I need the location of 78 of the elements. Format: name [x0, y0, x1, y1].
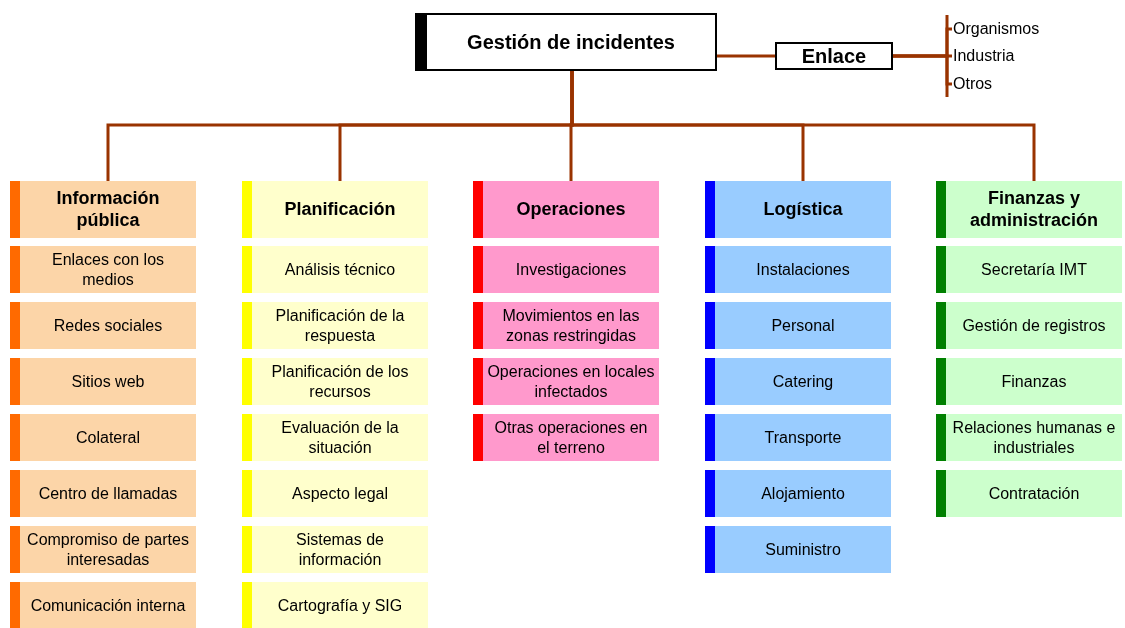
box-label: Colateral	[76, 427, 140, 448]
box-label: Enlaces con los medios	[50, 250, 166, 289]
box-label: Aspecto legal	[291, 483, 389, 504]
box-label: Logística	[763, 198, 843, 221]
liaison-box	[775, 42, 893, 70]
box-label: Cartografía y SIG	[277, 595, 403, 616]
function-box	[936, 414, 1122, 461]
box-label: Enlace	[801, 44, 867, 68]
box-label: Alojamiento	[761, 483, 845, 504]
section-header-box	[473, 181, 659, 238]
box-label: Planificación de la respuesta	[274, 306, 406, 345]
function-box	[473, 246, 659, 293]
box-label: Instalaciones	[756, 259, 850, 280]
function-box	[10, 582, 196, 628]
function-box	[705, 246, 891, 293]
function-box	[242, 526, 428, 573]
function-box	[473, 414, 659, 461]
function-box	[705, 414, 891, 461]
box-label: Análisis técnico	[284, 259, 396, 280]
box-label: Catering	[772, 371, 834, 392]
box-label: Personal	[771, 315, 835, 336]
box-label: Transporte	[764, 427, 842, 448]
box-label: Investigaciones	[515, 259, 627, 280]
side-label: Organismos	[953, 20, 1040, 38]
root-box	[415, 13, 717, 71]
function-box	[936, 246, 1122, 293]
function-box	[242, 470, 428, 517]
function-box	[242, 582, 428, 628]
section-header-box	[705, 181, 891, 238]
connector-line	[717, 54, 775, 58]
box-label: Relaciones humanas e industriales	[951, 418, 1117, 457]
function-box	[936, 470, 1122, 517]
section-header-box	[242, 181, 428, 238]
box-label: Finanzas	[1001, 371, 1067, 392]
function-box	[10, 302, 196, 349]
function-box	[242, 414, 428, 461]
function-box	[936, 302, 1122, 349]
function-box	[10, 526, 196, 573]
box-label: Secretaría IMT	[981, 259, 1087, 280]
box-label: Centro de llamadas	[38, 483, 178, 504]
box-label: Gestión de registros	[962, 315, 1106, 336]
function-box	[705, 302, 891, 349]
function-box	[242, 302, 428, 349]
side-label: Industria	[953, 47, 1015, 65]
box-label: Planificación	[284, 198, 396, 221]
box-label: Suministro	[765, 539, 841, 560]
box-label: Comunicación interna	[30, 595, 186, 616]
connector-line	[570, 71, 1036, 181]
function-box	[705, 358, 891, 405]
box-label: Sistemas de información	[294, 530, 385, 569]
box-label: Movimientos en las zonas restringidas	[501, 306, 641, 345]
box-label: Información pública	[55, 187, 161, 232]
section-header-box	[10, 181, 196, 238]
box-label: Operaciones en locales infectados	[487, 362, 655, 401]
box-label: Sitios web	[71, 371, 145, 392]
box-label: Compromiso de partes interesadas	[26, 530, 190, 569]
function-box	[10, 470, 196, 517]
box-label: Operaciones	[516, 198, 626, 221]
function-box	[705, 526, 891, 573]
connector-line	[893, 54, 952, 86]
function-box	[242, 246, 428, 293]
box-label: Planificación de los recursos	[270, 362, 410, 401]
function-box	[936, 358, 1122, 405]
section-header-box	[936, 181, 1122, 238]
function-box	[473, 358, 659, 405]
box-label: Finanzas y administración	[969, 187, 1099, 232]
function-box	[705, 470, 891, 517]
box-label: Otras operaciones en el terreno	[493, 418, 649, 457]
side-label: Otros	[953, 75, 993, 93]
box-label: Redes sociales	[53, 315, 163, 336]
function-box	[242, 358, 428, 405]
box-label: Contratación	[988, 483, 1080, 504]
function-box	[10, 246, 196, 293]
function-box	[473, 302, 659, 349]
box-label: Evaluación de la situación	[280, 418, 400, 457]
function-box	[10, 358, 196, 405]
function-box	[10, 414, 196, 461]
box-label: Gestión de incidentes	[467, 30, 675, 54]
